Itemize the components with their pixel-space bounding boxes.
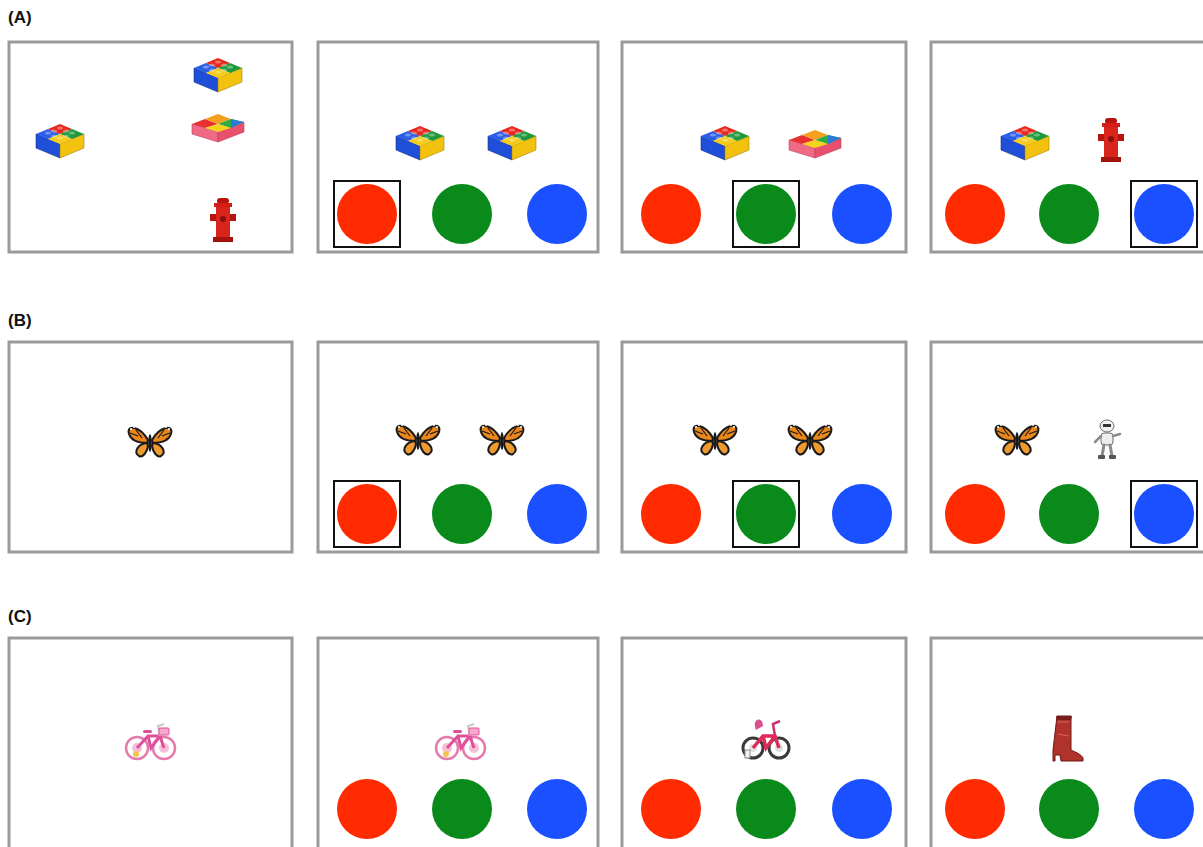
lego-brick [396,126,444,160]
lego-brick [194,58,242,92]
panel-label: (B) [8,312,32,331]
bicycle [436,724,485,759]
butterfly [996,424,1039,454]
butterfly [397,424,440,454]
cowboy-boot [1053,716,1083,761]
lego-brick [789,130,841,158]
robot [1095,420,1120,459]
selection-box [334,181,1197,547]
butterfly [129,426,172,456]
lego-brick [1001,126,1049,160]
bicycle [743,720,789,758]
lego-brick [488,126,536,160]
butterfly [789,424,832,454]
lego-brick [192,114,244,142]
butterfly [694,424,737,454]
response-buttons [337,184,1194,839]
trial-frame [9,42,1203,847]
lego-brick [701,126,749,160]
butterfly [481,424,524,454]
panel-label: (C) [8,608,32,627]
fire-hydrant [1098,118,1124,162]
fire-hydrant [210,198,236,242]
bicycle [126,724,175,759]
lego-brick [36,124,84,158]
panel-label: (A) [8,9,32,28]
